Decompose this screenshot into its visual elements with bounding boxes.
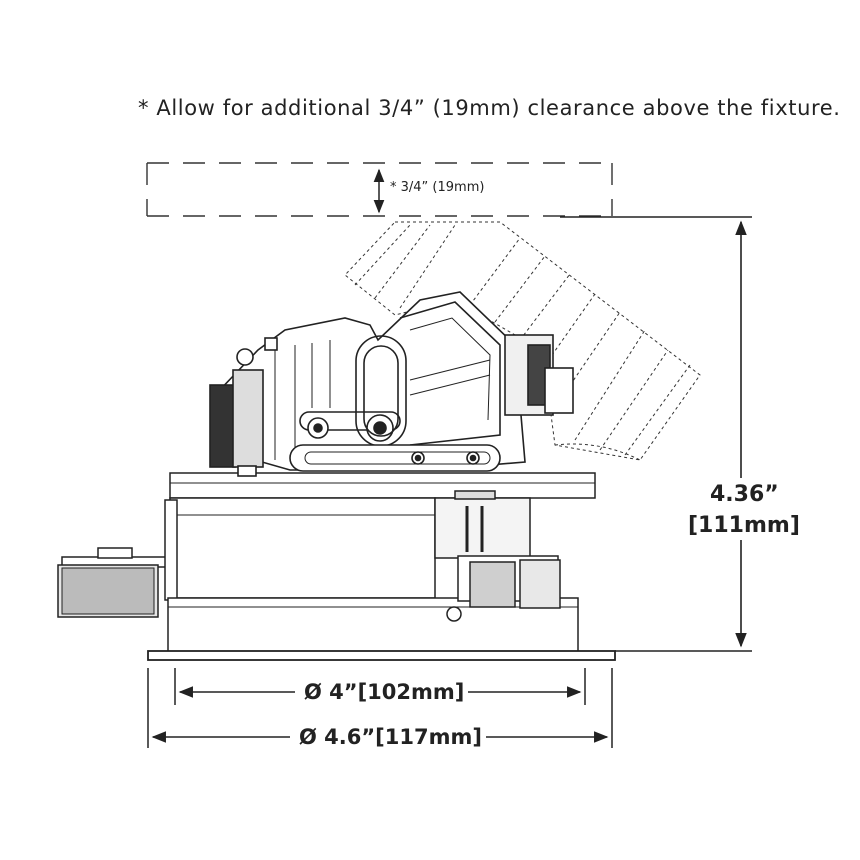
housing bbox=[147, 472, 616, 661]
mounting-bracket bbox=[57, 547, 178, 618]
outer-diameter-label: Ø 4.6”[117mm] bbox=[295, 725, 486, 749]
height-label-inches: 4.36” bbox=[710, 482, 779, 507]
clearance-label: * 3/4” (19mm) bbox=[390, 180, 485, 195]
light-engine bbox=[209, 291, 574, 477]
clearance-note: * Allow for additional 3/4” (19mm) clear… bbox=[138, 96, 841, 120]
inner-diameter-label: Ø 4”[102mm] bbox=[300, 680, 469, 704]
height-label-mm: [111mm] bbox=[688, 513, 800, 538]
clearance-box bbox=[146, 162, 613, 217]
